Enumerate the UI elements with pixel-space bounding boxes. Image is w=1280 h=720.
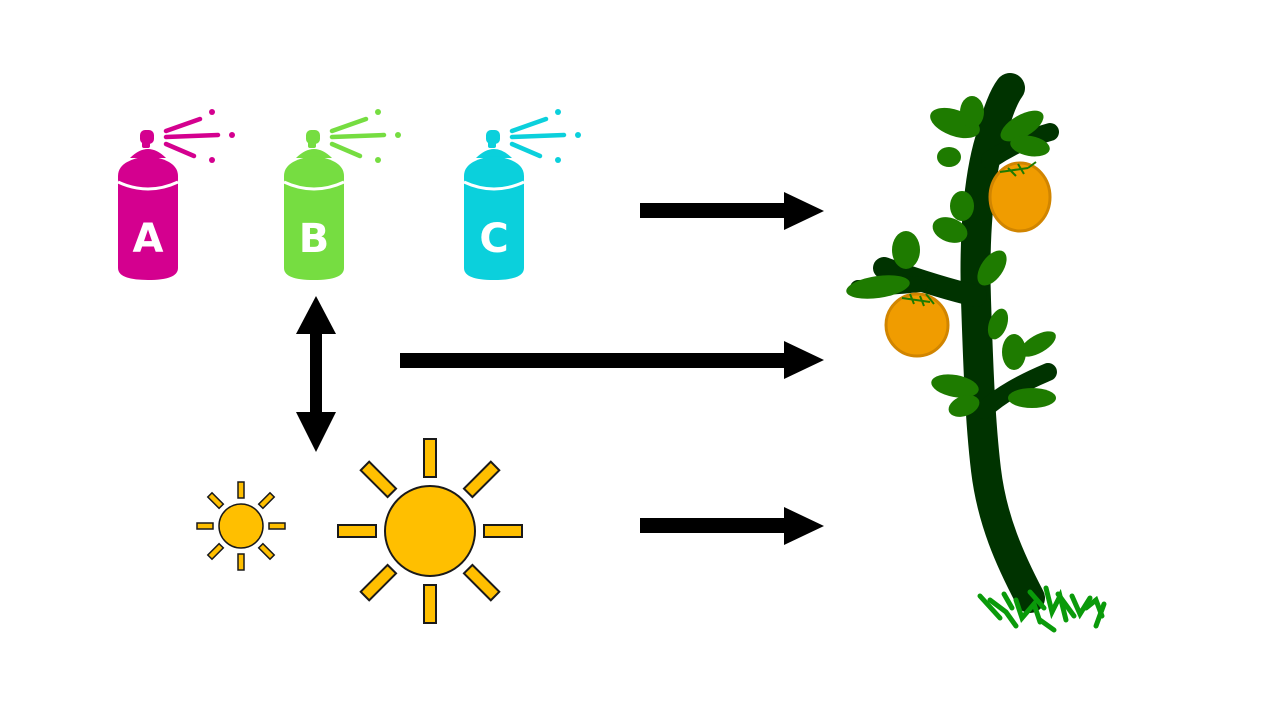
spray-can-icon: B	[283, 109, 401, 280]
arrow-right-icon	[640, 192, 824, 230]
orange-fruit-icon	[988, 161, 1052, 233]
grass	[977, 585, 1107, 633]
spray-can-label: B	[299, 216, 330, 262]
spray-can-icon: C	[463, 109, 581, 280]
spray-can-a: A	[117, 109, 235, 280]
arrow-right-icon	[640, 507, 824, 545]
sun-icon	[196, 481, 286, 571]
spray-can-label: C	[479, 216, 508, 262]
spray-can-icon: A	[117, 109, 235, 280]
double-arrow-icon	[296, 296, 336, 452]
plant-icon	[846, 73, 1107, 633]
spray-can-b: B	[283, 109, 401, 280]
spray-can-c: C	[463, 109, 581, 280]
spray-can-label: A	[133, 216, 164, 262]
arrow-right-icon	[400, 341, 824, 379]
orange-fruit-icon	[884, 292, 950, 358]
sun-icon	[337, 438, 523, 624]
